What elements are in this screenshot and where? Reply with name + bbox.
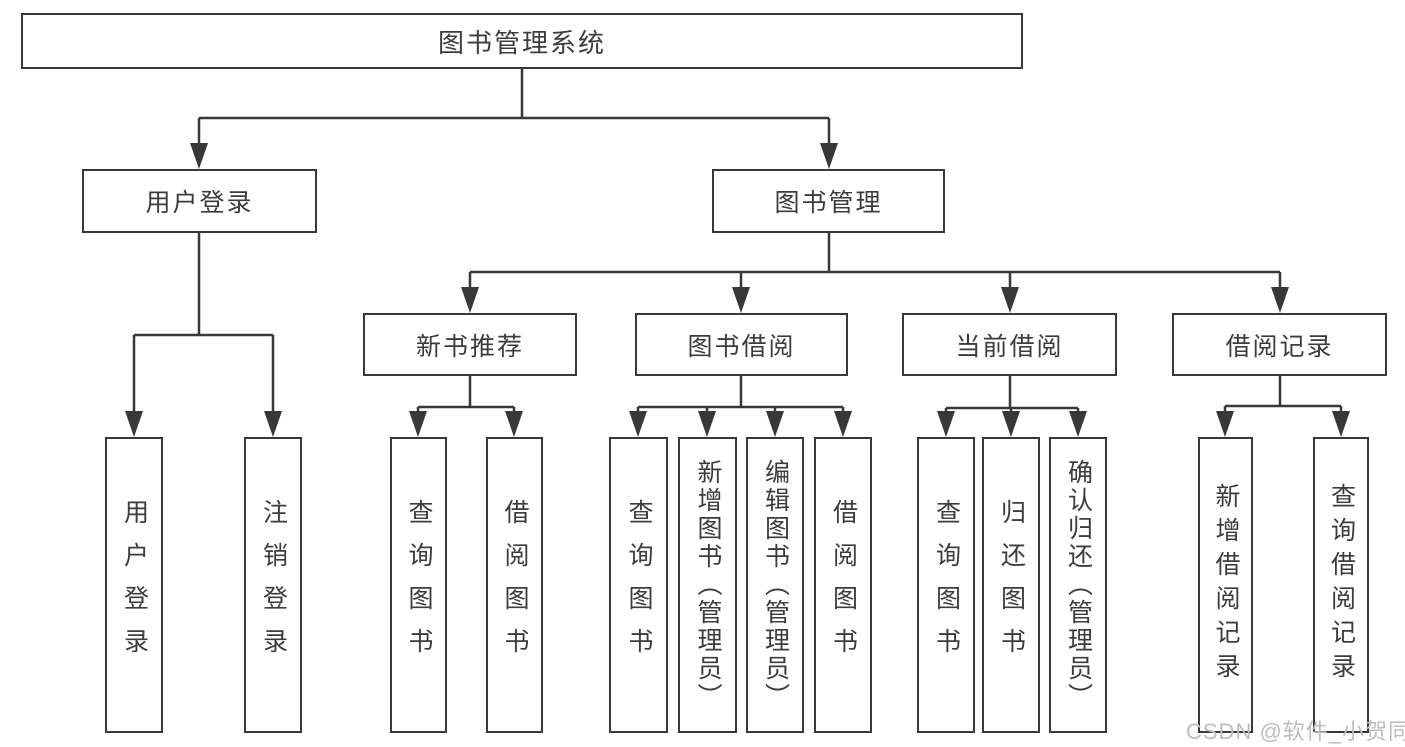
node-label: 注销登录 [259,499,288,671]
node-label: 新书推荐 [415,332,524,361]
node-label: 借阅图书 [829,499,858,671]
node-book-management: 图书管理 [712,169,945,233]
node-book-borrowing: 图书借阅 [635,313,848,376]
leaf-add-borrow-record: 新增借阅记录 [1198,437,1253,733]
watermark: CSDN @软件_小贺同学 [1186,719,1405,744]
node-label: 确认归还（管理员） [1064,459,1093,711]
node-user-login: 用户登录 [82,169,317,233]
node-label: 图书管理系统 [437,27,606,58]
node-label: 图书借阅 [687,332,796,361]
leaf-query-book-1: 查询图书 [390,437,447,733]
leaf-query-borrow-record: 查询借阅记录 [1313,437,1369,733]
node-label: 借阅记录 [1225,332,1334,361]
arrowheads [125,143,1350,437]
node-label: 借阅图书 [501,499,529,671]
node-label: 查询图书 [932,499,961,671]
node-borrowing-records: 借阅记录 [1172,313,1387,376]
leaf-logout: 注销登录 [244,437,302,733]
node-label: 用户登录 [145,189,254,217]
node-current-borrowing: 当前借阅 [902,313,1117,376]
node-label: 图书管理 [774,189,883,217]
leaf-query-book-2: 查询图书 [609,437,668,733]
leaf-user-login: 用户登录 [105,437,163,733]
node-new-book-recommend: 新书推荐 [363,313,577,376]
leaf-confirm-return-admin: 确认归还（管理员） [1049,437,1107,733]
node-label: 归还图书 [997,499,1026,671]
leaf-query-book-3: 查询图书 [917,437,975,733]
leaf-borrow-book-2: 借阅图书 [814,437,872,733]
leaf-return-book: 归还图书 [982,437,1040,733]
node-root: 图书管理系统 [21,13,1023,69]
node-label: 编辑图书（管理员） [761,459,790,711]
node-label: 新增借阅记录 [1212,483,1240,687]
node-label: 查询借阅记录 [1327,483,1356,687]
leaf-edit-book-admin: 编辑图书（管理员） [746,437,804,733]
leaf-add-book-admin: 新增图书（管理员） [678,437,737,733]
leaf-borrow-book-1: 借阅图书 [486,437,543,733]
node-label: 当前借阅 [955,332,1064,361]
node-label: 查询图书 [625,499,653,671]
node-label: 查询图书 [405,499,433,671]
node-label: 用户登录 [120,499,149,671]
node-label: 新增图书（管理员） [694,459,722,711]
